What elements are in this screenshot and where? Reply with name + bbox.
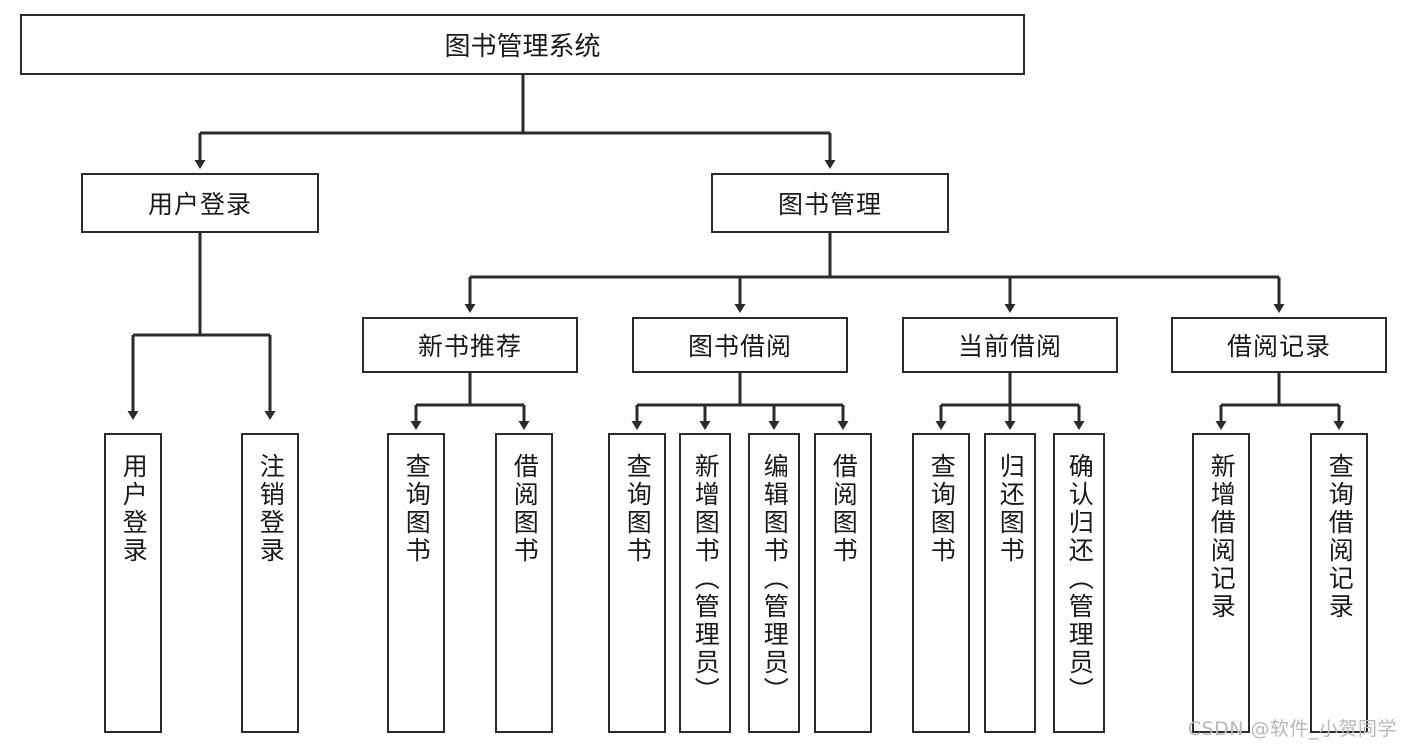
leaf-current-confirm-return[interactable]: 确认归还（管理员） [1053, 433, 1105, 733]
leaf-current-query[interactable]: 查询图书 [912, 433, 970, 733]
node-label: 新书推荐 [417, 332, 522, 361]
node-label: 注销登录 [256, 453, 286, 565]
node-label: 借阅记录 [1226, 332, 1331, 361]
leaf-record-query[interactable]: 查询借阅记录 [1310, 433, 1368, 733]
node-label: 查询图书 [402, 453, 432, 565]
leaf-current-return[interactable]: 归还图书 [984, 433, 1036, 733]
node-label: 当前借阅 [957, 332, 1062, 361]
node-label: 图书借阅 [687, 332, 792, 361]
node-new-book-recommend[interactable]: 新书推荐 [362, 317, 578, 373]
leaf-user-login-logout[interactable]: 注销登录 [241, 433, 299, 733]
node-current-borrow[interactable]: 当前借阅 [902, 317, 1118, 373]
leaf-borrow-query[interactable]: 查询图书 [608, 433, 666, 733]
node-label: 查询图书 [927, 453, 957, 565]
watermark-text: CSDN @软件_小贺同学 [1187, 718, 1397, 740]
leaf-borrow-add-book[interactable]: 新增图书（管理员） [679, 433, 731, 733]
node-label: 借阅图书 [829, 453, 859, 565]
leaf-new-book-borrow[interactable]: 借阅图书 [495, 433, 553, 733]
node-book-management[interactable]: 图书管理 [711, 173, 949, 233]
node-label: 确认归还（管理员） [1065, 453, 1095, 705]
node-label: 图书管理 [777, 190, 882, 219]
node-label: 用户登录 [119, 453, 149, 565]
leaf-user-login-login[interactable]: 用户登录 [104, 433, 162, 733]
node-label: 新增图书（管理员） [691, 453, 721, 705]
node-borrow-record[interactable]: 借阅记录 [1171, 317, 1387, 373]
node-label: 新增借阅记录 [1207, 453, 1237, 621]
node-label: 查询借阅记录 [1325, 453, 1355, 621]
node-label: 用户登录 [147, 190, 252, 219]
leaf-new-book-query[interactable]: 查询图书 [387, 433, 445, 733]
node-book-borrow[interactable]: 图书借阅 [632, 317, 848, 373]
node-label: 查询图书 [623, 453, 653, 565]
leaf-borrow-borrow-book[interactable]: 借阅图书 [814, 433, 872, 733]
node-label: 借阅图书 [510, 453, 540, 565]
node-root-system[interactable]: 图书管理系统 [20, 14, 1025, 75]
leaf-record-add[interactable]: 新增借阅记录 [1192, 433, 1250, 733]
node-label: 编辑图书（管理员） [760, 453, 790, 705]
node-label: 归还图书 [996, 453, 1026, 565]
leaf-borrow-edit-book[interactable]: 编辑图书（管理员） [748, 433, 800, 733]
node-label: 图书管理系统 [444, 32, 601, 62]
node-user-login[interactable]: 用户登录 [81, 173, 319, 233]
